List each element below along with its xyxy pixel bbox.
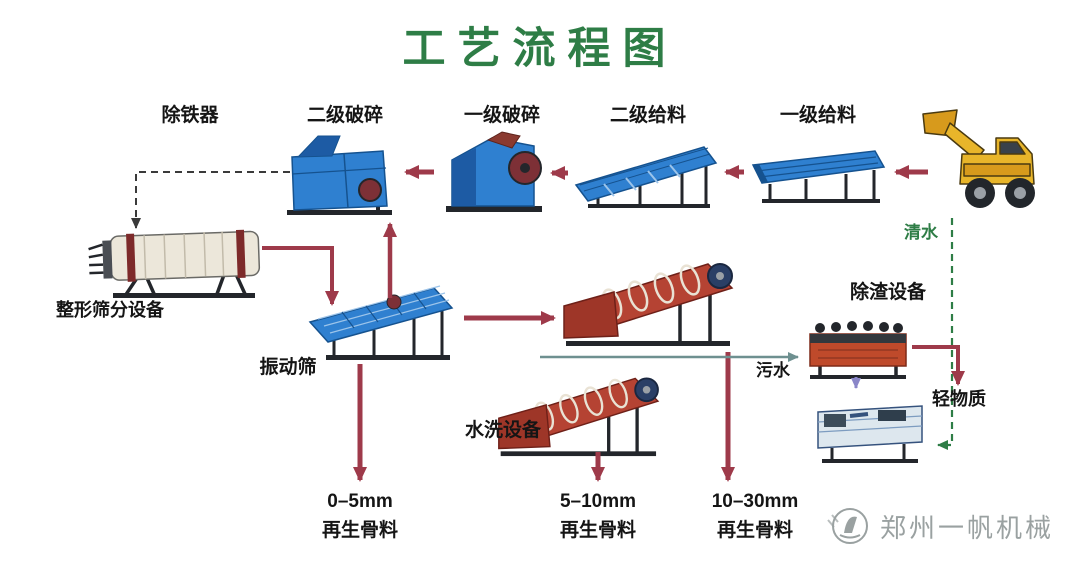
output-size: 10–30mm <box>711 491 799 512</box>
secondary-feeder-machine <box>570 140 720 212</box>
vibrating-screen-machine <box>302 276 462 366</box>
deslagging-machine <box>804 310 912 380</box>
primary-feeder-machine <box>748 146 888 206</box>
output-name: 再生骨料 <box>321 520 398 542</box>
label-secondary-feeder: 二级给料 <box>609 105 686 126</box>
label-primary-feeder: 一级给料 <box>779 105 856 126</box>
line-clean-water <box>937 218 954 450</box>
dewatering-machine <box>810 390 930 465</box>
shaping-screen-machine <box>85 220 275 300</box>
output-0-5mm: 0–5mm 再生骨料 <box>300 487 420 546</box>
label-washing-equipment: 水洗设备 <box>464 420 541 441</box>
label-primary-crusher: 一级破碎 <box>463 105 540 126</box>
label-vibrating-screen: 振动筛 <box>259 357 317 378</box>
secondary-crusher-machine <box>282 130 397 220</box>
brand-name: 郑州一帆机械 <box>880 512 1055 543</box>
brand-watermark: 郑州一帆机械 <box>826 504 1054 548</box>
label-iron-remover: 除铁器 <box>161 105 219 126</box>
brand-logo-icon <box>827 508 868 544</box>
output-name: 再生骨料 <box>559 520 636 542</box>
sand-washer-machine-2 <box>495 365 675 460</box>
label-sewage: 污水 <box>756 361 790 380</box>
label-secondary-crusher: 二级破碎 <box>306 105 383 126</box>
label-shaping-screen: 整形筛分设备 <box>56 300 164 320</box>
label-deslagging-equipment: 除渣设备 <box>849 282 926 303</box>
output-size: 5–10mm <box>559 491 637 512</box>
wheel-loader-illustration <box>920 108 1040 218</box>
output-10-30mm: 10–30mm 再生骨料 <box>695 487 815 546</box>
output-name: 再生骨料 <box>716 520 793 542</box>
arrow-deslagging-to-light-material <box>912 345 965 386</box>
label-light-material: 轻物质 <box>932 389 986 409</box>
page-title: 工艺流程图 <box>402 25 678 73</box>
sand-washer-machine-1 <box>560 250 750 350</box>
primary-crusher-machine <box>438 128 548 218</box>
label-clean-water: 清水 <box>904 223 938 242</box>
output-5-10mm: 5–10mm 再生骨料 <box>538 487 658 546</box>
output-size: 0–5mm <box>327 491 393 512</box>
